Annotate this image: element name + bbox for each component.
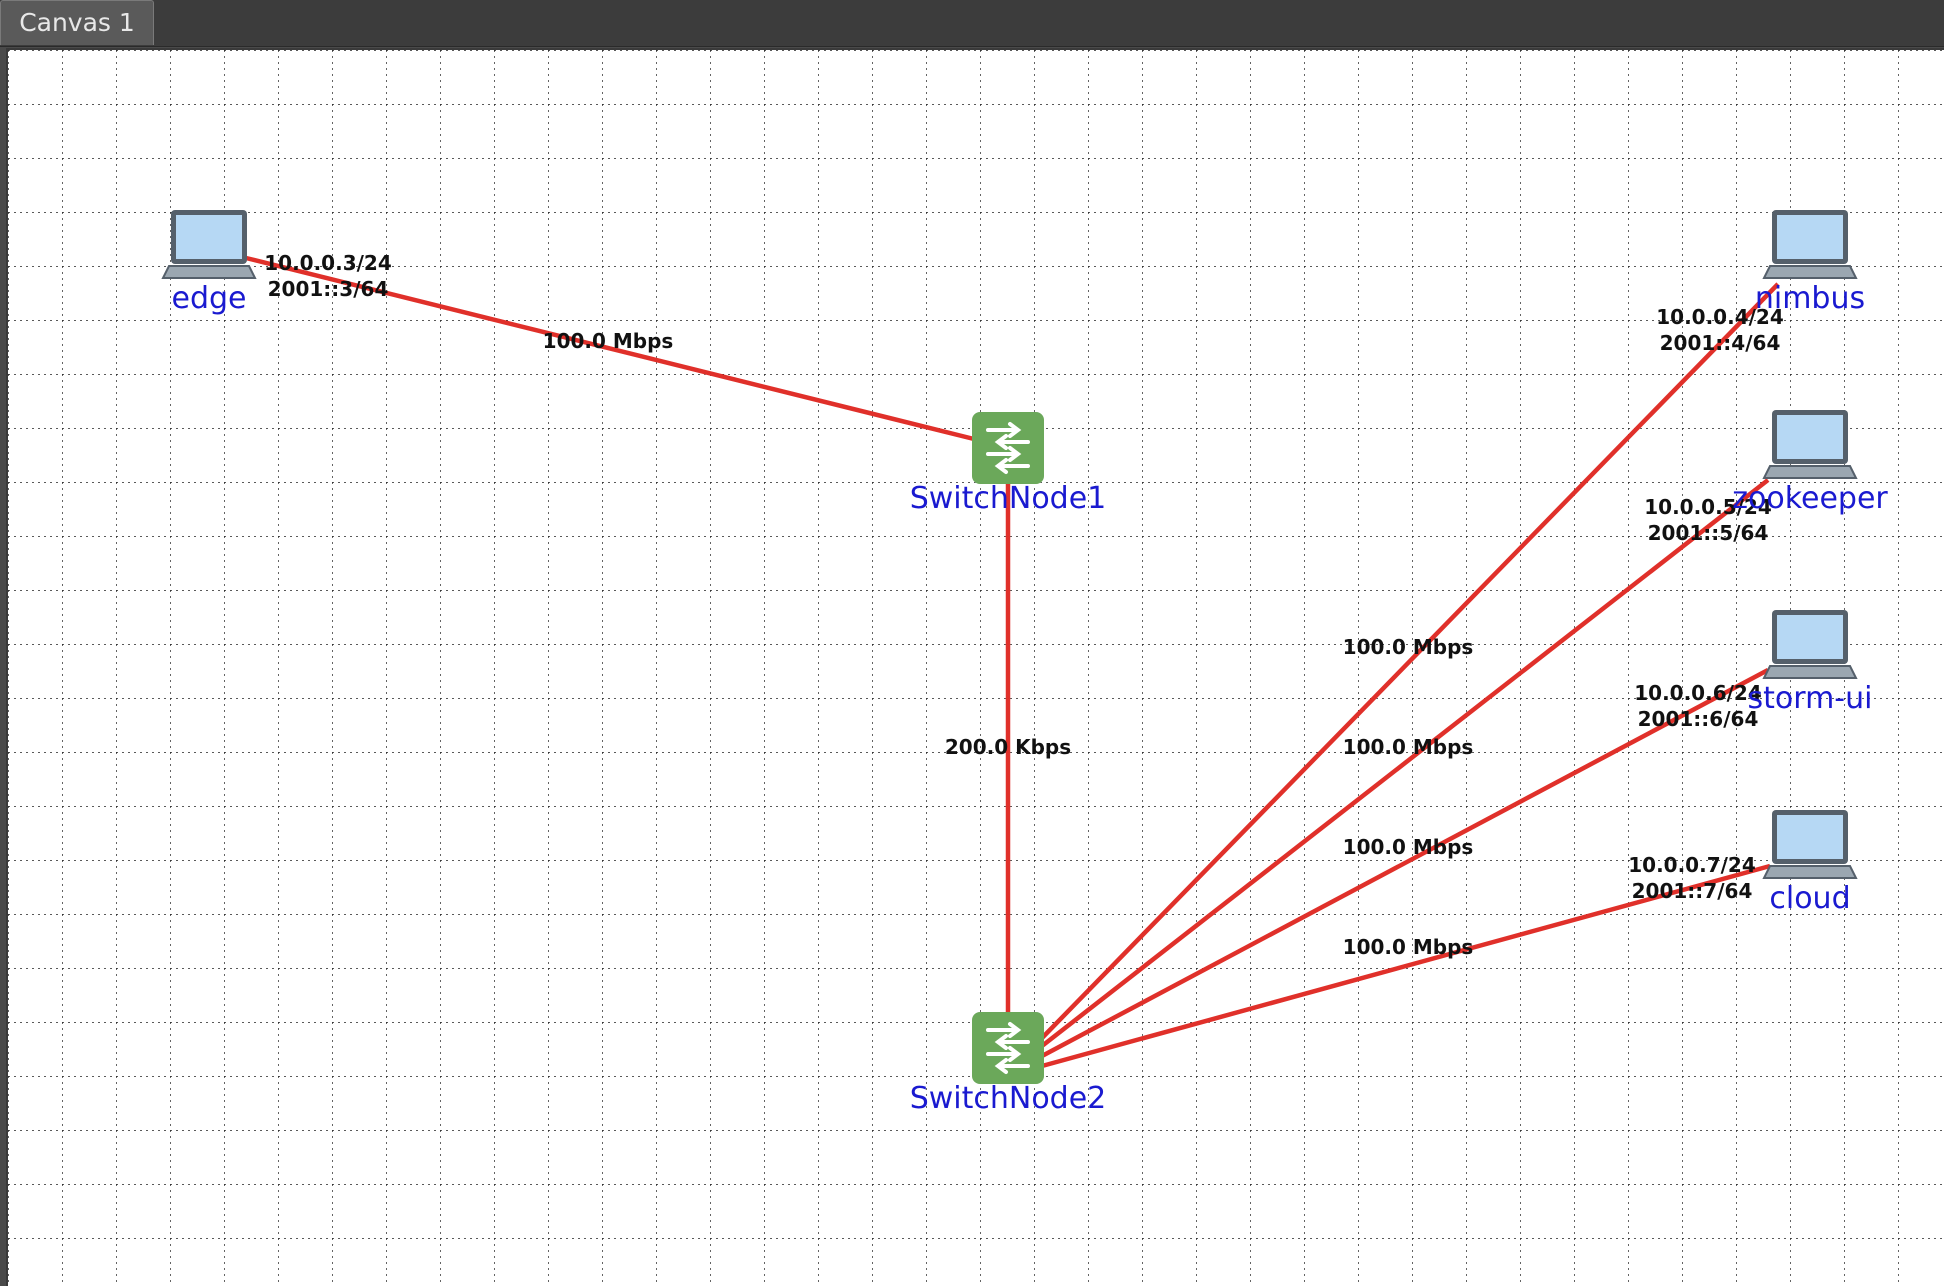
switch-arrow [986, 422, 1022, 438]
node-storm-ui[interactable]: storm-ui [1748, 610, 1873, 716]
link-bandwidth-label: 100.0 Mbps [1343, 935, 1474, 959]
laptop-screen [1777, 215, 1843, 259]
node-switch2[interactable]: SwitchNode2 [910, 1012, 1107, 1116]
link-bandwidth-label: 200.0 Kbps [945, 735, 1071, 759]
link-bandwidth-label: 100.0 Mbps [1343, 735, 1474, 759]
laptop-icon[interactable] [1762, 410, 1858, 479]
laptop-icon[interactable] [1762, 610, 1858, 679]
node-label-switch2[interactable]: SwitchNode2 [910, 1081, 1107, 1116]
node-zookeeper[interactable]: zookeeper [1732, 410, 1888, 516]
switch-icon[interactable] [972, 412, 1044, 484]
laptop-base [161, 265, 257, 279]
node-label-storm-ui[interactable]: storm-ui [1748, 681, 1873, 716]
laptop-icon[interactable] [1762, 810, 1858, 879]
canvas-tab-bar: Canvas 1 [0, 0, 1944, 47]
laptop-base [1762, 665, 1858, 679]
switch-arrow [994, 1034, 1030, 1050]
link-switch2-storm-ui[interactable] [1040, 668, 1770, 1058]
laptop-base [1762, 265, 1858, 279]
node-label-cloud[interactable]: cloud [1769, 881, 1850, 916]
laptop-base [1762, 465, 1858, 479]
node-switch1[interactable]: SwitchNode1 [910, 412, 1107, 516]
link-bandwidth-label: 100.0 Mbps [543, 329, 674, 353]
ipv6-address-label: 2001::3/64 [268, 277, 389, 301]
ipv4-address-label: 10.0.0.4/24 [1656, 305, 1784, 329]
switch-arrow [986, 1022, 1022, 1038]
switch-arrow [994, 434, 1030, 450]
link-switch2-zookeeper[interactable] [1040, 478, 1770, 1048]
laptop-screen [1777, 415, 1843, 459]
ipv6-address-label: 2001::7/64 [1632, 879, 1753, 903]
link-bandwidth-label: 100.0 Mbps [1343, 835, 1474, 859]
laptop-icon[interactable] [1762, 210, 1858, 279]
ipv6-address-label: 2001::6/64 [1638, 707, 1759, 731]
ipv4-address-label: 10.0.0.5/24 [1644, 495, 1772, 519]
node-label-zookeeper[interactable]: zookeeper [1732, 481, 1888, 516]
ipv6-address-label: 2001::4/64 [1660, 331, 1781, 355]
tab-canvas-1[interactable]: Canvas 1 [0, 0, 154, 45]
laptop-base [1762, 865, 1858, 879]
ipv6-address-label: 2001::5/64 [1648, 521, 1769, 545]
node-cloud[interactable]: cloud [1762, 810, 1858, 916]
laptop-screen [176, 215, 242, 259]
laptop-screen [1777, 615, 1843, 659]
node-label-edge[interactable]: edge [172, 281, 247, 316]
laptop-screen [1777, 815, 1843, 859]
links-layer [245, 255, 1780, 1069]
switch-arrow [994, 458, 1030, 474]
node-label-switch1[interactable]: SwitchNode1 [910, 481, 1107, 516]
link-edge-switch1[interactable] [245, 255, 979, 443]
node-label-nimbus[interactable]: nimbus [1755, 281, 1865, 316]
switch-icon[interactable] [972, 1012, 1044, 1084]
laptop-icon[interactable] [161, 210, 257, 279]
switch-arrow [986, 446, 1022, 462]
node-nimbus[interactable]: nimbus [1755, 210, 1865, 316]
node-edge[interactable]: edge [161, 210, 257, 316]
switch-arrow [986, 1046, 1022, 1062]
link-bandwidth-label: 100.0 Mbps [1343, 635, 1474, 659]
link-switch2-nimbus[interactable] [1040, 282, 1780, 1040]
link-switch2-cloud[interactable] [1041, 863, 1771, 1069]
switch-arrow [994, 1058, 1030, 1074]
ipv4-address-label: 10.0.0.7/24 [1628, 853, 1756, 877]
ipv4-address-label: 10.0.0.3/24 [264, 251, 392, 275]
ipv4-address-label: 10.0.0.6/24 [1634, 681, 1762, 705]
